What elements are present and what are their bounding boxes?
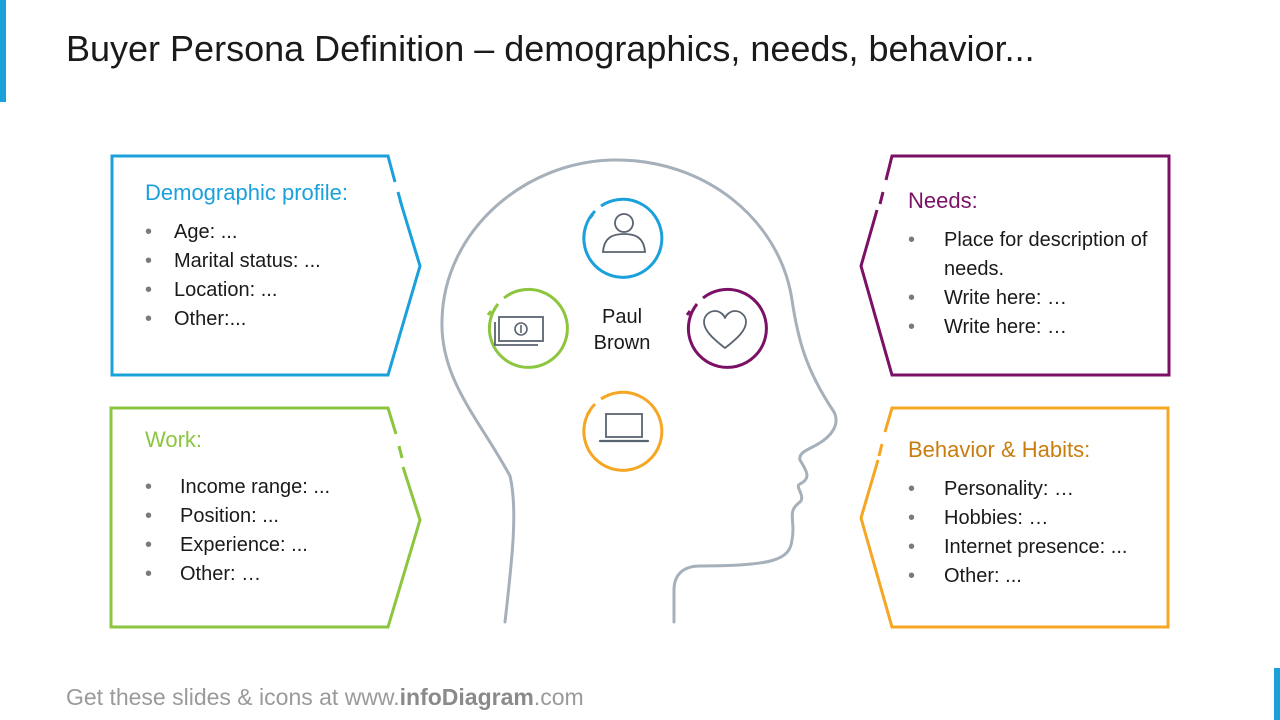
head-outline xyxy=(440,158,838,624)
list-item: Other: … xyxy=(145,560,395,589)
work-list: Income range: ... Position: ... Experien… xyxy=(145,473,395,589)
list-item: Location: ... xyxy=(145,276,395,305)
work-heading: Work: xyxy=(145,427,203,452)
list-item: Personality: … xyxy=(908,475,1168,504)
behavior-habits-section: Behavior & Habits: Personality: … Hobbie… xyxy=(908,437,1168,591)
work-section: Work: Income range: ... Position: ... Ex… xyxy=(145,427,395,589)
footer-suffix: .com xyxy=(533,684,584,710)
needs-heading: Needs: xyxy=(908,188,978,213)
persona-first-name: Paul xyxy=(601,306,643,328)
list-item: Other: ... xyxy=(908,562,1168,591)
persona-name: Paul Brown xyxy=(572,304,672,356)
behavior-box-frame xyxy=(859,406,1170,629)
money-icon xyxy=(486,287,569,369)
heart-icon xyxy=(685,287,768,369)
demographic-list: Age: ... Marital status: ... Location: .… xyxy=(145,218,395,334)
list-item: Write here: … xyxy=(908,284,1158,313)
list-item: Write here: … xyxy=(908,313,1158,342)
needs-list: Place for description of needs. Write he… xyxy=(908,226,1158,342)
list-item: Place for description of needs. xyxy=(908,226,1158,284)
list-item: Income range: ... xyxy=(145,473,395,502)
work-box-frame xyxy=(109,406,422,629)
title-accent-bar xyxy=(0,0,6,102)
corner-accent-bar xyxy=(1274,668,1280,720)
demographic-profile-section: Demographic profile: Age: ... Marital st… xyxy=(145,180,395,334)
list-item: Other:... xyxy=(145,305,395,334)
page-title: Buyer Persona Definition – demographics,… xyxy=(66,28,1035,69)
footer-brand: infoDiagram xyxy=(399,684,534,710)
list-item: Hobbies: … xyxy=(908,504,1168,533)
demographic-heading: Demographic profile: xyxy=(145,180,348,205)
footer-prefix: Get these slides & icons at www. xyxy=(66,684,400,710)
list-item: Internet presence: ... xyxy=(908,533,1168,562)
needs-section: Needs: Place for description of needs. W… xyxy=(908,188,1158,342)
needs-box-frame xyxy=(859,154,1171,377)
person-icon xyxy=(582,197,664,279)
list-item: Position: ... xyxy=(145,502,395,531)
laptop-icon xyxy=(582,390,664,472)
behavior-heading: Behavior & Habits: xyxy=(908,437,1091,462)
footer-link[interactable]: Get these slides & icons at www.infoDiag… xyxy=(66,684,584,711)
behavior-list: Personality: … Hobbies: … Internet prese… xyxy=(908,475,1168,591)
list-item: Age: ... xyxy=(145,218,395,247)
list-item: Marital status: ... xyxy=(145,247,395,276)
list-item: Experience: ... xyxy=(145,531,395,560)
demographic-box-frame xyxy=(110,154,422,377)
persona-last-name: Brown xyxy=(593,332,651,354)
